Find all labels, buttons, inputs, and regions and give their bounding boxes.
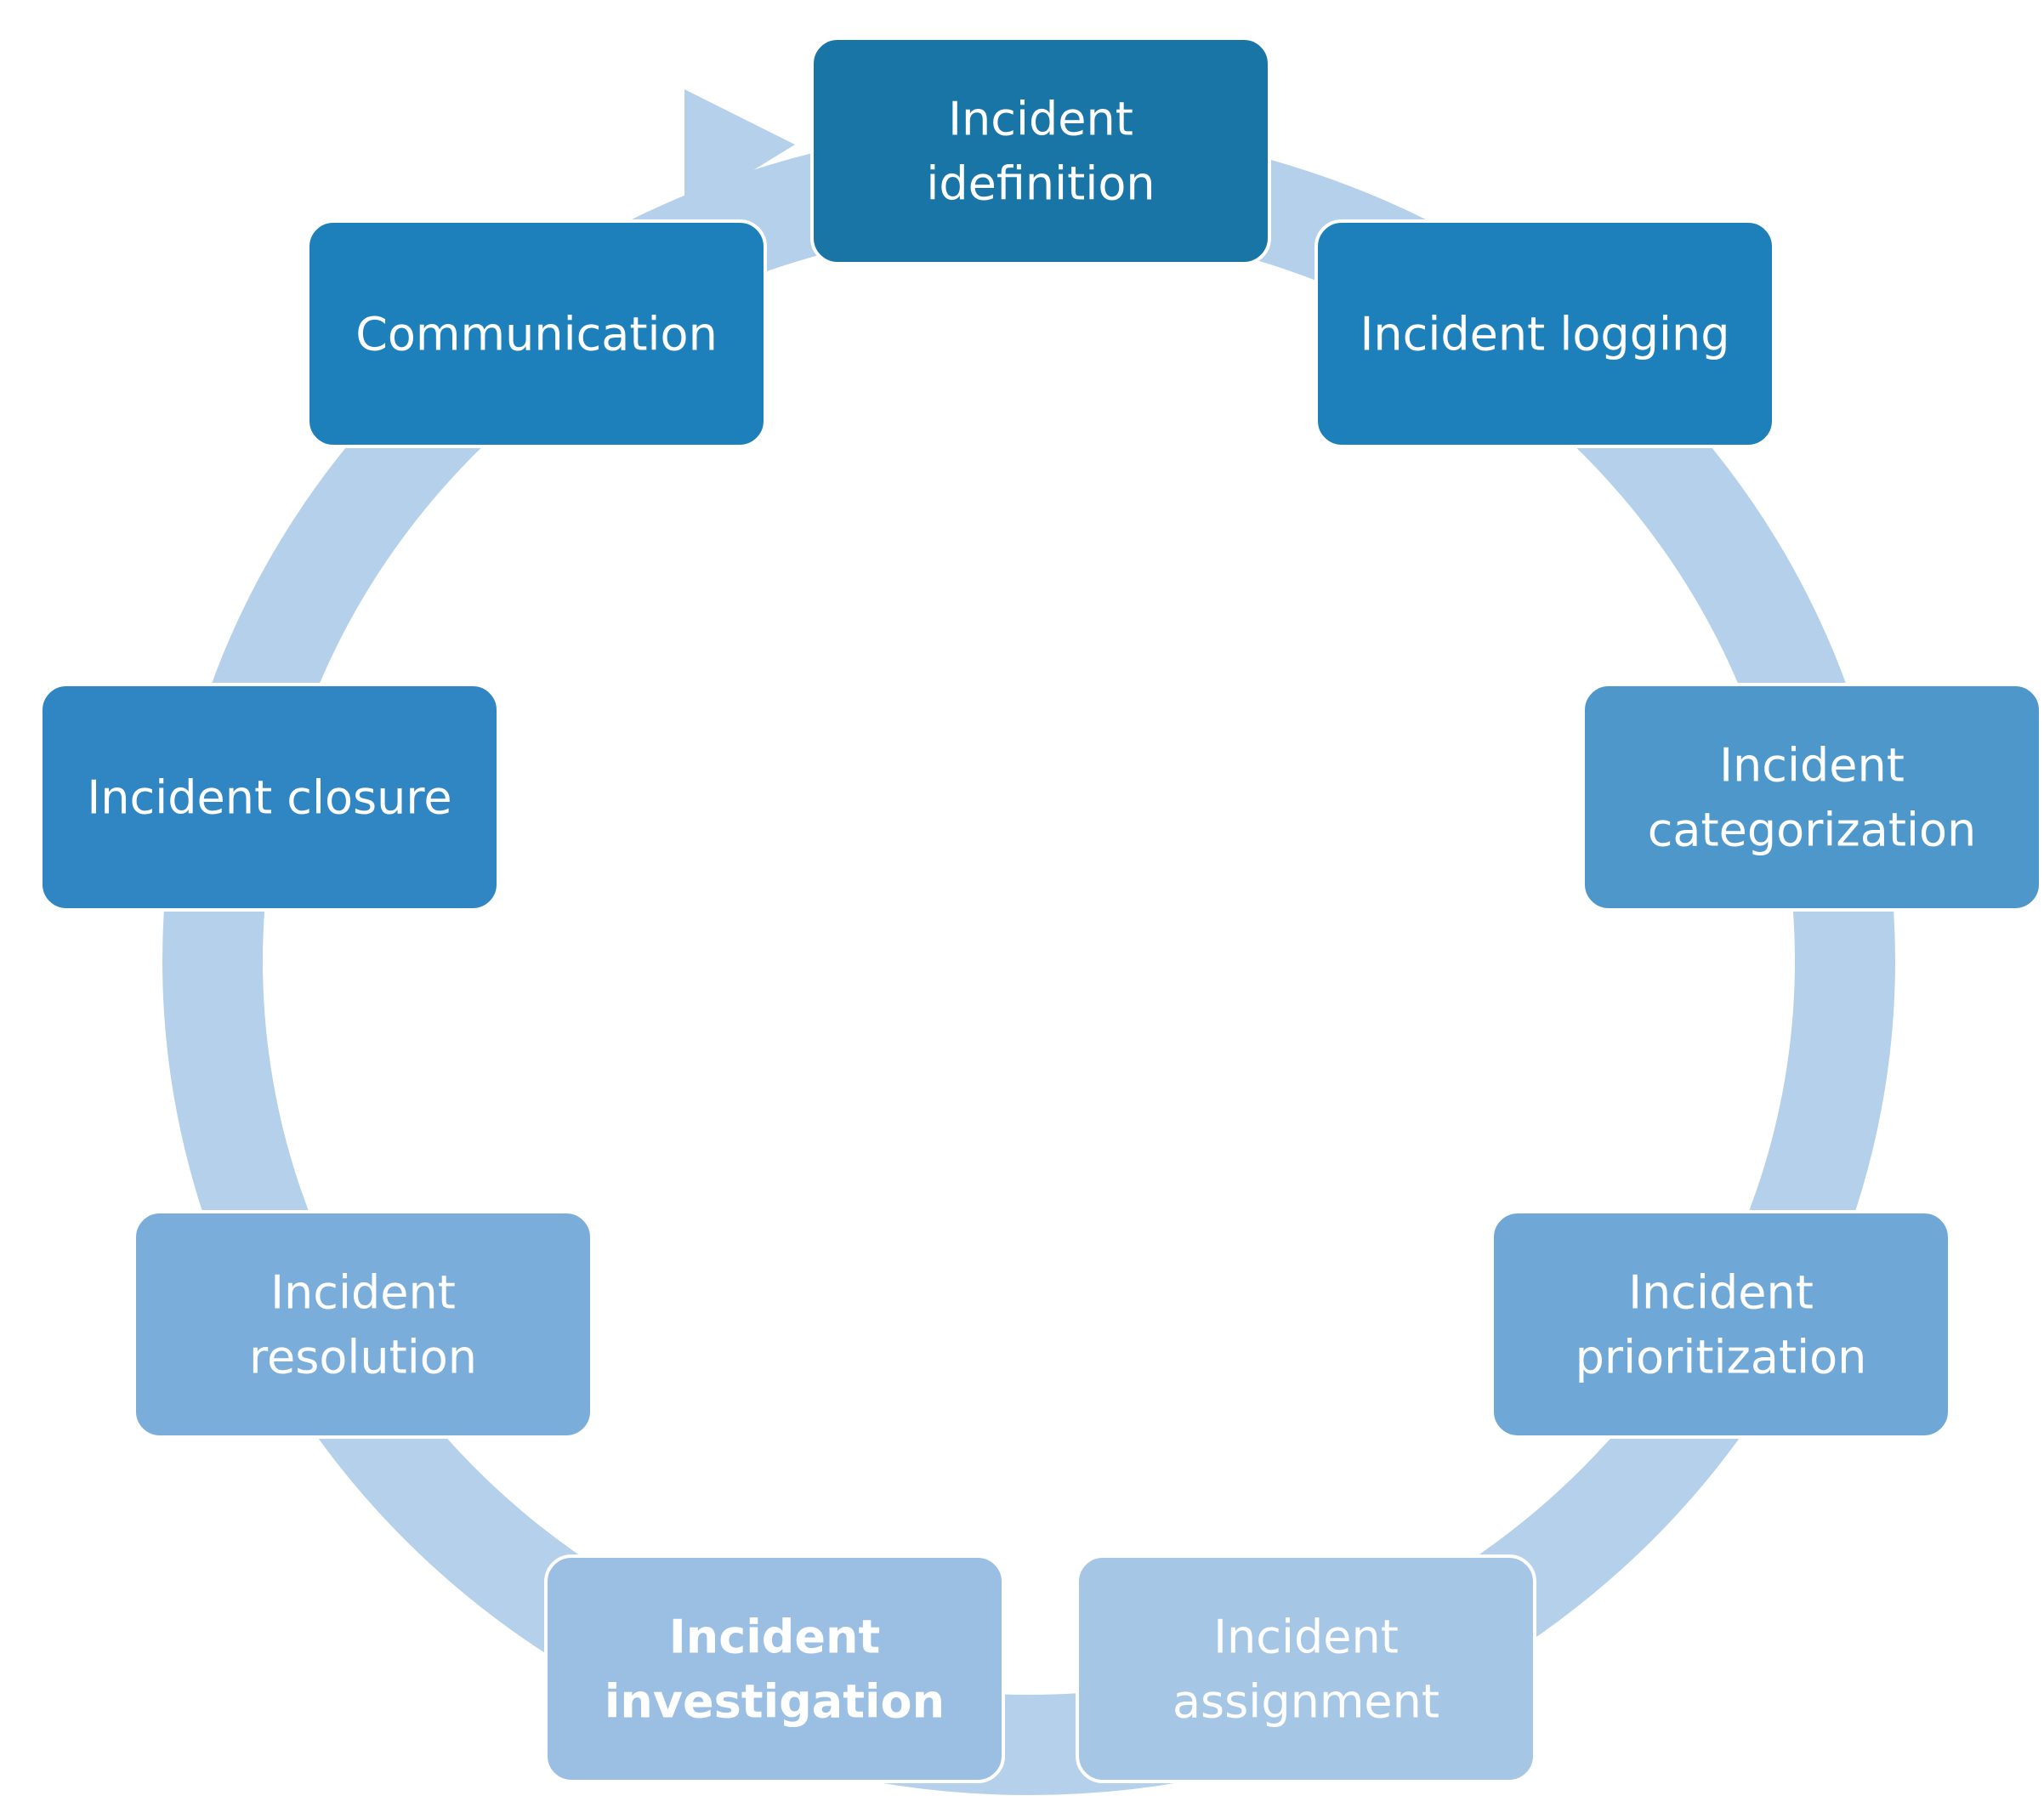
step-label-line-1: Communication [355, 308, 718, 361]
step-label-line-2: investigation [605, 1675, 945, 1729]
step-label-line-1: Incident [948, 93, 1133, 146]
step-box [1490, 1210, 1951, 1439]
step-label-line-1: Incident [1628, 1266, 1814, 1320]
step-incident-investigation: Incident investigation [544, 1554, 1005, 1783]
step-label-line-2: prioritization [1576, 1331, 1867, 1384]
step-label-line-1: Incident closure [87, 771, 451, 825]
step-box [810, 37, 1271, 265]
step-box [1076, 1554, 1536, 1783]
step-label-line-2: categorization [1648, 804, 1977, 857]
step-box [133, 1210, 593, 1439]
step-incident-categorization: Incident categorization [1581, 683, 2042, 912]
step-box [39, 683, 500, 912]
step-label-line-1: Incident [1213, 1611, 1399, 1664]
step-label-line-1: Incident [1719, 739, 1905, 793]
step-box [1581, 683, 2042, 912]
cycle-arrowhead-icon [684, 89, 795, 213]
step-label-line-1: Incident logging [1360, 308, 1729, 361]
step-label-line-2: assignment [1172, 1675, 1439, 1729]
step-incident-logging: Incident logging [1314, 219, 1775, 448]
step-box [544, 1554, 1005, 1783]
step-label-line-2: idefinition [926, 157, 1155, 211]
step-label-line-2: resolution [249, 1331, 477, 1384]
step-communication: Communication [306, 219, 767, 448]
step-incident-closure: Incident closure [39, 683, 500, 912]
step-incident-prioritization: Incident prioritization [1490, 1210, 1951, 1439]
step-incident-resolution: Incident resolution [133, 1210, 593, 1439]
step-label-line-1: Incident [270, 1266, 456, 1320]
step-box [1314, 219, 1775, 448]
step-label-line-1: Incident [669, 1611, 881, 1664]
step-incident-definition: Incident idefinition [810, 37, 1271, 265]
step-incident-assignment: Incident assignment [1076, 1554, 1536, 1783]
step-box [306, 219, 767, 448]
